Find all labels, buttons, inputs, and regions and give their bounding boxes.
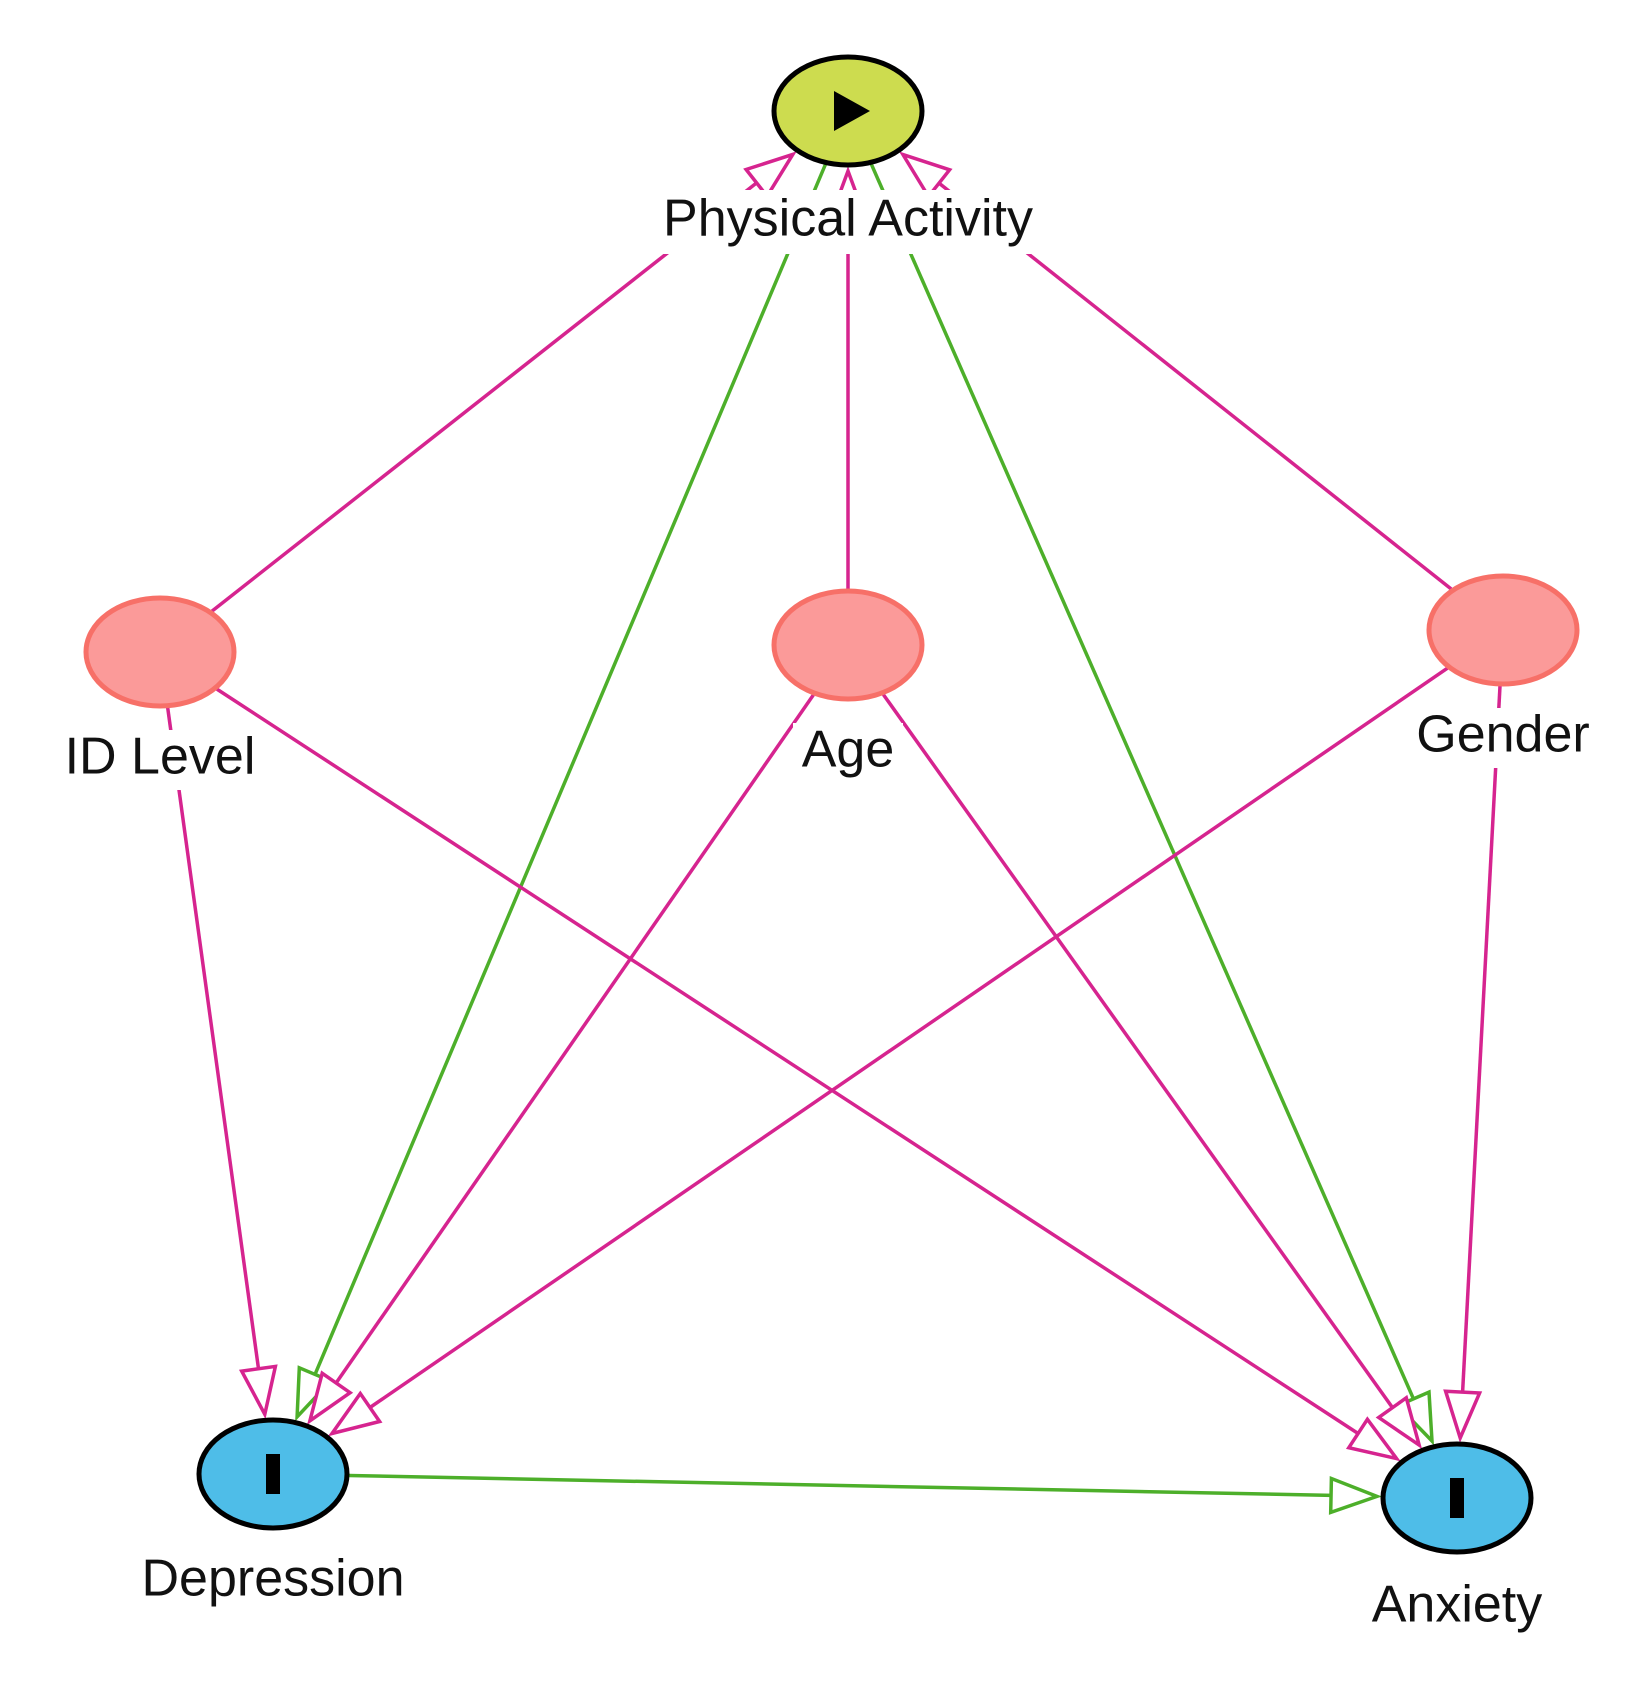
label-background: [123, 1552, 423, 1612]
label-background: [638, 190, 1058, 254]
edge-dep-to-anx: [348, 1473, 1383, 1515]
arrowhead-icon: [327, 1390, 383, 1437]
node-label-anx: Anxiety: [1372, 1576, 1543, 1634]
edge-line: [881, 693, 1394, 1409]
arrowhead-icon: [238, 1364, 278, 1420]
node-label-id: ID Level: [65, 728, 256, 786]
node-pa[interactable]: Physical Activity: [638, 54, 1058, 254]
edge-line: [165, 707, 261, 1369]
edge-line: [369, 666, 1449, 1409]
edge-line: [869, 163, 1416, 1400]
arrowhead-icon: [743, 151, 797, 200]
node-age[interactable]: Age: [771, 588, 925, 783]
arrowhead-icon: [1443, 1389, 1483, 1444]
node-label-gender: Gender: [1416, 706, 1589, 764]
edge-line: [313, 163, 828, 1376]
edge-id-to-pa: [210, 151, 797, 613]
node-label-age: Age: [802, 721, 895, 779]
node-gender[interactable]: Gender: [1403, 573, 1603, 768]
label-background: [50, 730, 270, 790]
label-background: [793, 723, 903, 783]
play-icon: [834, 91, 870, 131]
arrowhead-icon: [1345, 1416, 1401, 1462]
label-background: [1357, 1578, 1557, 1638]
edge-layer: [165, 151, 1502, 1515]
edge-pa-to-anx: [869, 163, 1435, 1446]
node-label-dep: Depression: [141, 1550, 404, 1608]
node-id[interactable]: ID Level: [50, 595, 270, 790]
node-ellipse[interactable]: [1426, 573, 1580, 687]
label-background: [1403, 708, 1603, 768]
arrowhead-icon: [307, 1370, 354, 1425]
edge-line: [348, 1473, 1332, 1498]
node-label-pa: Physical Activity: [663, 190, 1033, 248]
edge-line: [334, 693, 815, 1384]
edge-gender-to-dep: [327, 666, 1449, 1437]
node-ellipse[interactable]: [83, 595, 237, 709]
node-ellipse[interactable]: [771, 588, 925, 702]
node-dep[interactable]: Depression: [123, 1417, 423, 1612]
edge-id-to-dep: [165, 707, 278, 1420]
edge-age-to-anx: [881, 693, 1423, 1450]
bar-icon: [1450, 1478, 1464, 1518]
node-layer: Physical Activity ID Level Age GenderDepres…: [50, 54, 1603, 1638]
arrowhead-icon: [1328, 1475, 1383, 1515]
edge-line: [1460, 685, 1502, 1393]
arrowhead-icon: [1375, 1394, 1423, 1450]
edge-age-to-dep: [307, 693, 815, 1425]
arrowhead-icon: [899, 151, 953, 200]
edge-line: [210, 181, 758, 613]
edge-id-to-anx: [215, 687, 1401, 1462]
edge-line: [215, 687, 1360, 1435]
node-anx[interactable]: Anxiety: [1357, 1441, 1557, 1638]
edge-gender-to-anx: [1443, 685, 1502, 1444]
bar-icon: [266, 1454, 280, 1494]
